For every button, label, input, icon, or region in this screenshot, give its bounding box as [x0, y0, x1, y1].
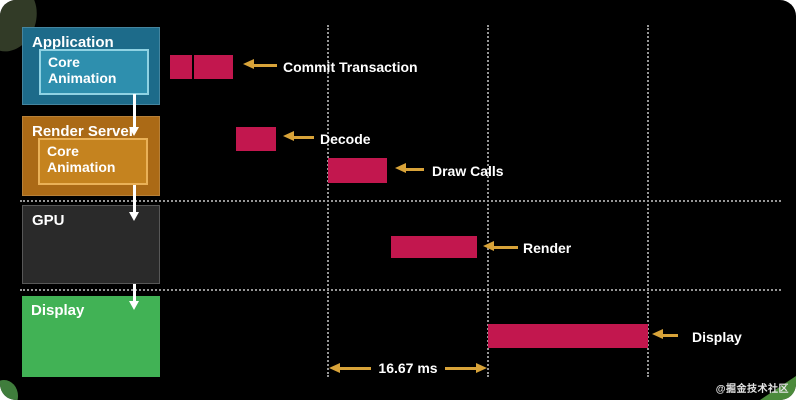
- draw-calls-bar: [328, 158, 387, 183]
- commit-transaction-bar-segment-2: [194, 55, 233, 79]
- frame-duration-measure: 16.67 ms: [329, 359, 488, 377]
- watermark-text: @掘金技术社区: [715, 384, 789, 395]
- arrow-down-application-to-render-server: [129, 94, 139, 136]
- render-arrow-icon: [483, 241, 518, 251]
- render-server-core-animation-label: Core Animation: [47, 143, 116, 175]
- decode-arrow-icon: [283, 131, 314, 141]
- arrow-down-render-server-to-gpu: [129, 185, 139, 221]
- row-divider-line-1: [20, 200, 781, 202]
- render-bar: [391, 236, 477, 258]
- draw-calls-stage-label: Draw Calls: [432, 163, 504, 179]
- draw-calls-arrow-icon: [395, 163, 424, 173]
- display-stage-label: Display: [692, 329, 742, 345]
- commit-transaction-bar-segment-1: [170, 55, 192, 79]
- measure-line-left: [340, 366, 372, 370]
- decode-stage-label: Decode: [320, 131, 371, 147]
- commit-transaction-stage-label: Commit Transaction: [283, 59, 418, 75]
- decode-bar: [236, 127, 276, 151]
- display-arrow-icon: [652, 329, 678, 339]
- corner-artifact-bottom-right: [760, 376, 796, 400]
- corner-artifact-bottom-left: [0, 380, 18, 400]
- display-box: Display: [22, 296, 160, 377]
- display-label: Display: [31, 302, 85, 319]
- render-server-core-animation-box: Core Animation: [38, 138, 148, 185]
- render-server-label: Render Server: [32, 123, 135, 140]
- arrow-down-gpu-to-display: [129, 284, 139, 310]
- row-divider-line-2: [20, 289, 781, 291]
- measure-arrow-right-icon: [476, 363, 488, 373]
- application-core-animation-label: Core Animation: [48, 54, 117, 86]
- render-stage-label: Render: [523, 240, 572, 256]
- application-box: Application Core Animation: [22, 27, 160, 105]
- measure-arrow-left-icon: [329, 363, 340, 373]
- display-bar: [488, 324, 648, 348]
- gpu-box: GPU: [22, 205, 160, 284]
- gpu-label: GPU: [32, 212, 65, 229]
- commit-transaction-arrow-icon: [243, 59, 277, 69]
- render-server-box: Render Server Core Animation: [22, 116, 160, 196]
- measure-line-right: [444, 366, 477, 370]
- application-core-animation-box: Core Animation: [39, 49, 149, 95]
- application-label: Application: [32, 34, 114, 51]
- frame-duration-label: 16.67 ms: [378, 360, 438, 376]
